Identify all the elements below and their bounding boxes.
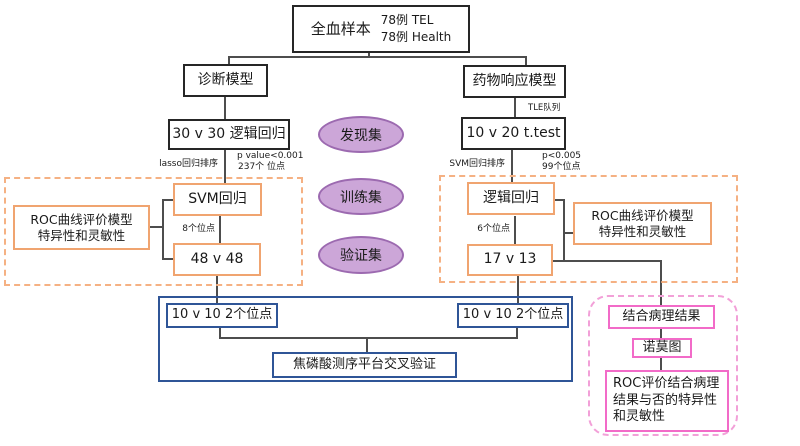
connector-left-bracket-bottom	[162, 258, 173, 260]
drug-6sites-label: 6个位点	[477, 224, 510, 234]
drug-split-label: 17 v 13	[483, 251, 537, 268]
connector-to-drug	[525, 56, 527, 66]
connector-left-bracket-top	[162, 199, 173, 201]
connector-right-bracket-v	[563, 199, 565, 261]
discovery-set-ellipse: 发现集	[318, 116, 404, 153]
connector-cv-right-stub	[516, 328, 518, 338]
diagnosis-split-label: 48 v 48	[190, 250, 244, 267]
drug-sites-label: 99个位点	[542, 162, 581, 172]
diagnosis-regression-label: 30 v 30 逻辑回归	[172, 125, 286, 142]
whole-blood-sample-box: 全血样本 78例 TEL 78例 Health	[292, 5, 470, 53]
diagnosis-split-box: 48 v 48	[173, 243, 261, 276]
logistic-regression-box: 逻辑回归	[467, 182, 555, 215]
connector-to-pathology-v	[660, 260, 662, 306]
connector-left-bracket-v	[162, 199, 164, 260]
drug-pvalue-label: p<0.005	[542, 151, 582, 161]
pathology-roc-box: ROC评价结合病理结果与否的特异性和灵敏性	[605, 370, 729, 432]
validation-set-ellipse: 验证集	[318, 236, 404, 274]
svm-regression-box: SVM回归	[173, 183, 262, 216]
drug-validation-group	[439, 175, 738, 283]
pathology-roc-label: ROC评价结合病理结果与否的特异性和灵敏性	[613, 375, 720, 425]
diagnosis-roc-box: ROC曲线评价模型 特异性和灵敏性	[13, 205, 150, 250]
nomogram-box: 诺莫图	[632, 338, 692, 358]
cv-left-sites-box: 10 v 10 2个位点	[166, 303, 278, 328]
lasso-rank-label: lasso回归排序	[159, 159, 218, 169]
diagnosis-sites-label: 237个 位点	[238, 162, 286, 172]
pyrosequencing-box: 焦磷酸测序平台交叉验证	[272, 352, 457, 378]
training-set-ellipse: 训练集	[318, 178, 404, 215]
cv-right-sites-box: 10 v 10 2个位点	[457, 303, 569, 328]
connector-diag-step2	[224, 150, 226, 183]
drug-roc-line1: ROC曲线评价模型	[591, 207, 694, 223]
connector-nomogram-roc	[660, 358, 662, 371]
connector-to-pathology-h	[553, 260, 662, 262]
connector-combine-nomogram	[660, 329, 662, 339]
connector-split17-bluebox	[517, 276, 519, 303]
sample-count-tel: 78例 TEL	[380, 13, 434, 28]
drug-response-model-label: 药物响应模型	[472, 72, 557, 89]
connector-svm-split	[219, 216, 221, 243]
diagnosis-model-box: 诊断模型	[183, 64, 268, 97]
diagnosis-regression-box: 30 v 30 逻辑回归	[168, 119, 290, 150]
connector-logistic-split	[514, 216, 516, 244]
connector-split-bluebox	[216, 276, 218, 303]
nomogram-label: 诺莫图	[642, 339, 682, 355]
diagnosis-roc-line1: ROC曲线评价模型	[30, 211, 133, 227]
diagnosis-8sites-label: 8个位点	[182, 224, 215, 234]
connector-left-roc	[150, 226, 163, 228]
combine-pathology-box: 结合病理结果	[608, 305, 715, 329]
connector-right-roc	[563, 232, 575, 234]
validation-set-label: 验证集	[340, 248, 382, 264]
svm-regression-label: SVM回归	[188, 190, 247, 207]
connector-right-bracket-top	[555, 199, 565, 201]
drug-split-box: 17 v 13	[467, 244, 553, 276]
connector-root-branch	[228, 56, 526, 58]
drug-response-model-box: 药物响应模型	[463, 65, 566, 98]
logistic-regression-label: 逻辑回归	[483, 189, 539, 206]
connector-cv-center	[366, 337, 368, 352]
ttest-box: 10 v 20 t.test	[461, 117, 566, 150]
combine-pathology-label: 结合病理结果	[622, 308, 701, 324]
diagnosis-validation-group	[4, 177, 303, 286]
training-set-label: 训练集	[340, 189, 382, 206]
discovery-set-label: 发现集	[340, 127, 382, 144]
pyrosequencing-label: 焦磷酸测序平台交叉验证	[292, 356, 436, 372]
cross-validation-group	[158, 296, 573, 382]
connector-diag-step1	[224, 97, 226, 119]
diagnosis-model-label: 诊断模型	[197, 71, 254, 88]
diagnosis-roc-line2: 特异性和灵敏性	[37, 227, 126, 243]
tle-cohort-label: TLE队列	[528, 103, 561, 113]
connector-to-diagnosis	[228, 56, 230, 65]
connector-drug-step1	[514, 98, 516, 117]
cv-left-sites-label: 10 v 10 2个位点	[171, 307, 273, 323]
connector-drug-step2	[511, 150, 513, 182]
connector-cv-left-stub	[219, 328, 221, 338]
connector-cv-bracket	[219, 337, 518, 339]
ttest-label: 10 v 20 t.test	[466, 124, 561, 141]
whole-blood-sample-label: 全血样本	[310, 19, 371, 38]
svm-rank-label: SVM回归排序	[449, 159, 505, 169]
diagnosis-pvalue-label: p value<0.001	[237, 151, 304, 161]
drug-roc-box: ROC曲线评价模型 特异性和灵敏性	[573, 202, 712, 245]
sample-count-health: 78例 Health	[380, 30, 452, 44]
connector-root-stub	[368, 52, 370, 57]
sample-counts: 78例 TEL 78例 Health	[381, 12, 452, 46]
pathology-group	[588, 295, 738, 436]
cv-right-sites-label: 10 v 10 2个位点	[462, 307, 564, 323]
drug-roc-line2: 特异性和灵敏性	[598, 223, 687, 239]
